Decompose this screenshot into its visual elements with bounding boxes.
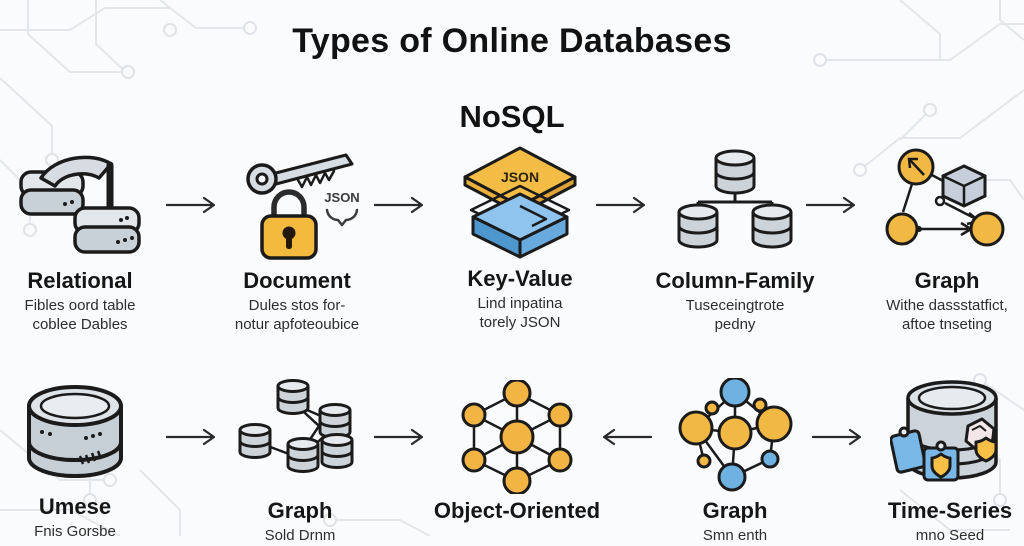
cylinder-tree-icon: [677, 149, 793, 249]
flow-arrow: [600, 428, 653, 451]
flow-arrow: [811, 428, 864, 451]
caption-line-2: aftoe tnseting: [901, 315, 993, 333]
caption-line-2: coblee Dables: [32, 315, 128, 333]
db-type-key-value: JSON Key-Value Lind inpatina torely JSON: [435, 144, 605, 332]
caption-line-1: Fibles oord table: [24, 297, 136, 315]
db-type-caption: Fibles oord table coblee Dables: [0, 297, 165, 334]
db-type-object-oriented: Object-Oriented: [432, 380, 602, 527]
db-type-label: Time-Series: [887, 498, 1013, 523]
db-type-label: Graph: [914, 268, 980, 293]
key-lock-json-icon: JSON: [246, 153, 360, 260]
graph-nodes-cube-icon: [885, 148, 1005, 247]
db-type-graph-top: Graph Withe dassstatfict, aftoe tnseting: [862, 146, 1024, 334]
caption-line-1: Dules stos for-: [248, 297, 346, 315]
db-type-caption: mno Seed: [865, 527, 1024, 545]
db-type-label: Object-Oriented: [433, 498, 601, 523]
caption-line-1: Tuseceingtrote: [685, 297, 785, 315]
cylinder-network-icon: [238, 379, 354, 473]
caption-line-2: notur apfoteoubice: [234, 315, 360, 333]
caption-line-1: Withe dassstatfict,: [886, 297, 1008, 315]
db-type-label: Relational: [27, 268, 133, 293]
json-badge-text: JSON: [324, 190, 359, 205]
node-network-icon: [678, 378, 793, 492]
database-cylinder-icon: [27, 385, 123, 478]
section-heading-nosql: NoSQL: [459, 99, 565, 134]
json-badge-text: JSON: [501, 169, 539, 185]
db-type-caption: Lind inpatina torely JSON: [435, 295, 605, 332]
flow-arrow: [373, 196, 426, 219]
db-type-label: Graph: [702, 498, 768, 523]
db-type-label: Column-Family: [655, 268, 815, 293]
db-type-graph-cylinders: Graph Sold Drnm: [215, 378, 385, 546]
page-title: Types of Online Databases: [292, 22, 732, 60]
caption-line-2: pedny: [714, 315, 756, 333]
caption-line-1: Fnis Gorsbe: [34, 523, 116, 541]
db-type-label: Document: [243, 268, 351, 293]
db-type-label: Key-Value: [467, 266, 573, 291]
flow-arrow: [595, 196, 648, 219]
db-type-graph-network: Graph Smn enth: [650, 378, 820, 546]
caption-line-1: Lind inpatina: [477, 295, 563, 313]
db-type-caption: Withe dassstatfict, aftoe tnseting: [862, 297, 1024, 334]
linked-databases-icon: [19, 155, 141, 254]
db-type-caption: Fnis Gorsbe: [0, 523, 160, 541]
db-type-label: Graph: [267, 498, 333, 523]
object-network-icon: [461, 380, 573, 494]
db-type-document: JSON Document Dules stos for- notur apfo…: [212, 146, 382, 334]
db-type-caption: Sold Drnm: [215, 527, 385, 545]
flow-arrow: [373, 428, 426, 451]
db-type-column-family: Column-Family Tuseceingtrote pedny: [645, 146, 825, 334]
db-type-label: Umese: [38, 494, 112, 519]
flow-arrow: [805, 196, 858, 219]
caption-line-2: torely JSON: [479, 313, 561, 331]
db-type-caption: Smn enth: [650, 527, 820, 545]
flow-arrow: [165, 196, 218, 219]
json-cube-stack-icon: JSON: [463, 146, 577, 259]
db-type-time-series: Time-Series mno Seed: [865, 374, 1024, 546]
db-type-umese: Umese Fnis Gorsbe: [0, 380, 160, 542]
db-type-caption: Tuseceingtrote pedny: [645, 297, 825, 334]
timeseries-database-icon: [890, 380, 998, 482]
flow-arrow: [165, 428, 218, 451]
db-type-relational: Relational Fibles oord table coblee Dabl…: [0, 146, 165, 334]
db-type-caption: Dules stos for- notur apfoteoubice: [212, 297, 382, 334]
